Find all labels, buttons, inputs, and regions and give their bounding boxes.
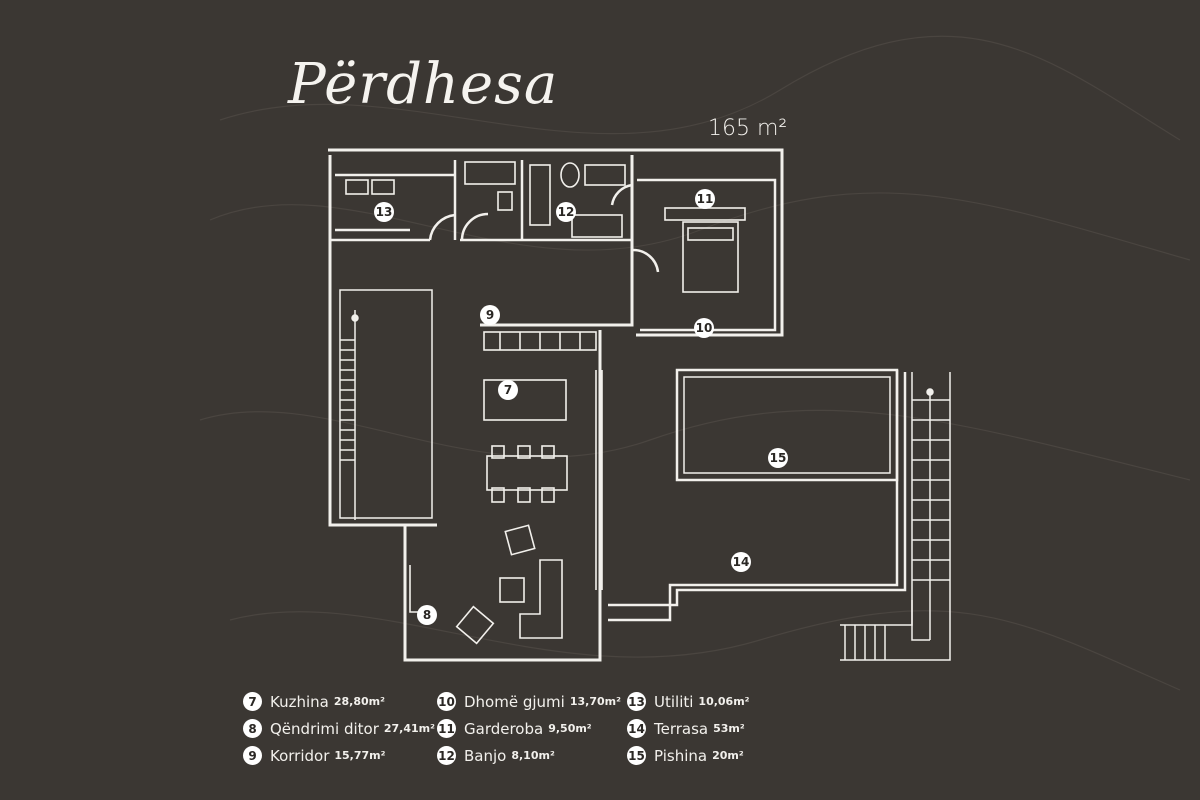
legend-room-area: 9,50m² — [548, 722, 592, 735]
legend-number: 15 — [627, 746, 646, 765]
legend-room-area: 8,10m² — [511, 749, 555, 762]
furniture — [345, 161, 746, 645]
legend-room-name: Banjo — [464, 746, 507, 765]
room-marker-7: 7 — [498, 380, 518, 400]
legend-column-2: 10 Dhomë gjumi 13,70m² 11 Garderoba 9,50m² 1… — [437, 688, 621, 769]
legend-number: 13 — [627, 692, 646, 711]
legend-room-name: Qëndrimi ditor — [270, 719, 379, 738]
floor-title: Përdhesa — [288, 52, 559, 117]
room-marker-12: 12 — [556, 202, 576, 222]
legend-item: 13 Utiliti 10,06m² — [627, 688, 750, 715]
legend-number: 10 — [437, 692, 456, 711]
legend-number: 12 — [437, 746, 456, 765]
contour-lines — [199, 35, 1191, 691]
room-marker-9: 9 — [480, 305, 500, 325]
legend-room-name: Kuzhina — [270, 692, 329, 711]
legend-room-name: Dhomë gjumi — [464, 692, 565, 711]
legend-number: 14 — [627, 719, 646, 738]
room-marker-14: 14 — [731, 552, 751, 572]
legend-column-3: 13 Utiliti 10,06m² 14 Terrasa 53m² 15 Pishina… — [627, 688, 750, 769]
legend-number: 8 — [243, 719, 262, 738]
legend-room-area: 53m² — [713, 722, 745, 735]
legend-item: 7 Kuzhina 28,80m² — [243, 688, 435, 715]
stairs-right — [840, 372, 951, 661]
legend-item: 15 Pishina 20m² — [627, 742, 750, 769]
legend-room-name: Pishina — [654, 746, 708, 765]
legend-item: 9 Korridor 15,77m² — [243, 742, 435, 769]
legend-number: 7 — [243, 692, 262, 711]
legend-room-area: 20m² — [712, 749, 744, 762]
total-area: 165 m² — [708, 116, 788, 141]
pool-terrace — [608, 368, 907, 622]
legend-room-area: 13,70m² — [569, 695, 621, 708]
room-marker-13: 13 — [374, 202, 394, 222]
legend-item: 12 Banjo 8,10m² — [437, 742, 621, 769]
legend-column-1: 7 Kuzhina 28,80m² 8 Qëndrimi ditor 27,41m² 9… — [243, 688, 435, 769]
legend-room-area: 10,06m² — [698, 695, 750, 708]
legend-room-area: 15,77m² — [334, 749, 386, 762]
legend-room-name: Korridor — [270, 746, 330, 765]
legend-room-name: Garderoba — [464, 719, 544, 738]
room-marker-8: 8 — [417, 605, 437, 625]
legend-room-name: Utiliti — [654, 692, 694, 711]
stairs-left — [339, 289, 433, 520]
legend-item: 14 Terrasa 53m² — [627, 715, 750, 742]
legend-room-area: 27,41m² — [383, 722, 435, 735]
legend-number: 9 — [243, 746, 262, 765]
exterior-walls — [328, 148, 784, 662]
legend-item: 8 Qëndrimi ditor 27,41m² — [243, 715, 435, 742]
legend-room-area: 28,80m² — [333, 695, 385, 708]
legend-item: 10 Dhomë gjumi 13,70m² — [437, 688, 621, 715]
room-marker-11: 11 — [695, 189, 715, 209]
interior-walls — [330, 160, 777, 332]
legend-number: 11 — [437, 719, 456, 738]
room-marker-15: 15 — [768, 448, 788, 468]
legend-room-name: Terrasa — [654, 719, 709, 738]
room-marker-10: 10 — [694, 318, 714, 338]
legend-item: 11 Garderoba 9,50m² — [437, 715, 621, 742]
